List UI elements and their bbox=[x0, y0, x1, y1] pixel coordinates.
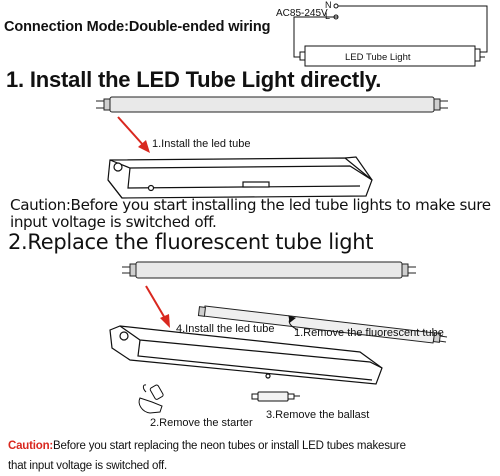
neutral-label: N bbox=[325, 0, 332, 10]
ballast-icon bbox=[251, 391, 300, 402]
live-label: L bbox=[325, 11, 331, 21]
step2-install-label: 4.Install the led tube bbox=[176, 323, 275, 335]
remove-tube-label: 1.Remove the fluorescent tube bbox=[294, 327, 444, 339]
step1-caution: Caution:Before you start installing the … bbox=[10, 196, 491, 231]
tube-cap-left bbox=[299, 51, 306, 61]
fixture-step2 bbox=[109, 325, 383, 385]
arrow-step2 bbox=[145, 285, 170, 328]
fixture-step1 bbox=[107, 156, 373, 199]
voltage-label: AC85-245V bbox=[276, 8, 328, 19]
led-tube-label: LED Tube Light bbox=[345, 52, 411, 63]
caution-word: Caution: bbox=[8, 440, 54, 452]
footer-caution: Caution:Before you start replacing the n… bbox=[8, 436, 406, 476]
starter-icon bbox=[138, 384, 164, 414]
tube-cap-right bbox=[474, 48, 481, 62]
step2-heading: 2.Replace the fluorescent tube light bbox=[8, 230, 374, 254]
caution-text-1: Before you start replacing the neon tube… bbox=[53, 440, 406, 452]
led-tube-step1 bbox=[96, 96, 448, 113]
terminal-n-icon bbox=[333, 3, 339, 9]
remove-ballast-label: 3.Remove the ballast bbox=[266, 409, 370, 421]
remove-starter-label: 2.Remove the starter bbox=[150, 417, 253, 429]
wire-l bbox=[293, 16, 338, 58]
caution-text-2: that input voltage is switched off. bbox=[8, 460, 167, 472]
led-tube-step2 bbox=[122, 261, 416, 279]
wire-n bbox=[338, 5, 488, 53]
fluorescent-tube bbox=[197, 305, 448, 344]
wiring-diagram bbox=[293, 3, 488, 67]
arrow-remove-tube bbox=[288, 315, 299, 331]
connection-mode-title: Connection Mode:Double-ended wiring bbox=[4, 19, 271, 35]
step1-install-label: 1.Install the led tube bbox=[152, 138, 251, 150]
footer-caution-line1: Caution:Before you start replacing the n… bbox=[8, 436, 406, 456]
step1-heading: 1. Install the LED Tube Light directly. bbox=[6, 67, 382, 92]
arrow-step1 bbox=[117, 116, 150, 153]
